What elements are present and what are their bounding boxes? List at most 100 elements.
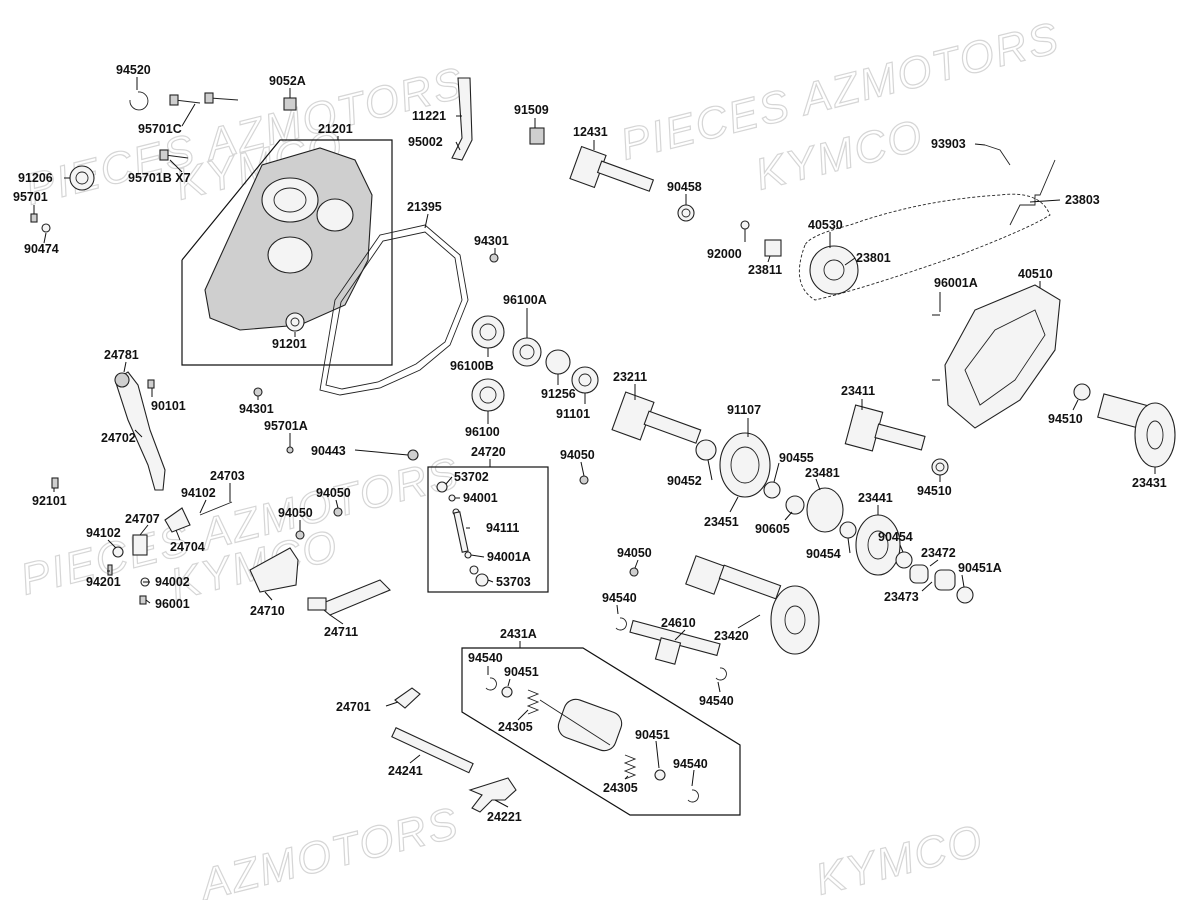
part-label-94050: 94050: [560, 448, 595, 462]
part-label-96001A: 96001A: [934, 276, 978, 290]
watermark-azmotors: AZMOTORS: [193, 798, 464, 900]
washer-90451a: [501, 686, 513, 698]
bolt-95701B: [159, 149, 189, 161]
part-label-92000: 92000: [707, 247, 742, 261]
shift-fork-24221: [468, 777, 517, 813]
part-label-94111: 94111: [486, 521, 519, 535]
part-label-96100B: 96100B: [450, 359, 494, 373]
part-label-95002: 95002: [408, 135, 443, 149]
part-label-9052A: 9052A: [269, 74, 306, 88]
part-label-40530: 40530: [808, 218, 843, 232]
part-label-94050: 94050: [316, 486, 351, 500]
part-label-24702: 24702: [101, 431, 136, 445]
dog-clutch-23481: [806, 487, 844, 533]
part-label-91256: 91256: [541, 387, 576, 401]
circlip-94540a: [615, 617, 627, 631]
part-label-90455: 90455: [779, 451, 814, 465]
part-label-23431: 23431: [1132, 476, 1167, 490]
part-label-91101: 91101: [556, 407, 590, 421]
part-drawings: [30, 77, 1176, 816]
shaft-23420: [685, 555, 820, 655]
part-label-91107: 91107: [727, 403, 761, 417]
part-label-94301: 94301: [474, 234, 509, 248]
part-label-94540: 94540: [468, 651, 503, 665]
washer-94510a: [931, 458, 949, 476]
bushing-23473: [934, 569, 956, 591]
part-label-24701: 24701: [336, 700, 371, 714]
seal-91256: [545, 349, 571, 375]
sprocket-23801: [809, 245, 859, 295]
part-label-96001: 96001: [155, 597, 190, 611]
bearing-96100B: [471, 315, 505, 349]
part-label-90454: 90454: [878, 530, 913, 544]
part-label-24711: 24711: [324, 625, 358, 639]
chain-cover-40510: [944, 284, 1061, 429]
part-label-90605: 90605: [755, 522, 790, 536]
part-label-23473: 23473: [884, 590, 919, 604]
fork-rod-24241: [391, 726, 474, 774]
washer-90451A: [956, 586, 974, 604]
part-label-24241: 24241: [388, 764, 423, 778]
part-label-23811: 23811: [748, 263, 782, 277]
part-label-23472: 23472: [921, 546, 956, 560]
washer-90455: [763, 481, 781, 499]
part-label-53703: 53703: [496, 575, 531, 589]
crankcase-cover-21201: [181, 139, 393, 366]
part-label-94001A: 94001A: [487, 550, 531, 564]
part-label-95701: 95701: [13, 190, 48, 204]
part-label-11221: 11221: [412, 109, 446, 123]
part-label-24305: 24305: [603, 781, 638, 795]
part-label-93903: 93903: [931, 137, 966, 151]
part-label-90451: 90451: [504, 665, 539, 679]
part-label-91201: 91201: [272, 337, 307, 351]
part-label-12431: 12431: [573, 125, 608, 139]
part-label-91509: 91509: [514, 103, 549, 117]
box-2431A: [461, 647, 741, 816]
circlip-94540d: [687, 789, 699, 803]
part-label-24610: 24610: [661, 616, 696, 630]
part-label-23211: 23211: [613, 370, 647, 384]
part-label-92101: 92101: [32, 494, 67, 508]
stopper-24707: [132, 534, 148, 556]
part-label-94102: 94102: [86, 526, 121, 540]
oil-seal-91206: [69, 165, 95, 191]
part-label-21201: 21201: [318, 122, 353, 136]
part-label-94540: 94540: [673, 757, 708, 771]
part-label-94301: 94301: [239, 402, 274, 416]
gear-23451: [719, 432, 771, 498]
plate-23811: [764, 239, 782, 257]
part-label-40510: 40510: [1018, 267, 1053, 281]
part-label-23803: 23803: [1065, 193, 1100, 207]
part-label-2431A: 2431A: [500, 627, 537, 641]
part-label-94102: 94102: [181, 486, 216, 500]
shift-shaft-24610: [629, 619, 721, 665]
part-label-95701B: 95701B X7: [128, 171, 191, 185]
shift-arm-24711: [316, 579, 391, 616]
washer-94510b: [1073, 383, 1091, 401]
part-label-23411: 23411: [841, 384, 875, 398]
bearing-96100A: [512, 337, 542, 367]
part-label-23451: 23451: [704, 515, 739, 529]
part-label-90452: 90452: [667, 474, 702, 488]
part-label-53702: 53702: [454, 470, 489, 484]
part-label-24703: 24703: [210, 469, 245, 483]
part-labels: 94520 9052A 21201 95701C 95701B X7 91206…: [13, 63, 1167, 824]
final-shaft-23431: [1097, 393, 1176, 468]
plug-9052A: [283, 97, 297, 111]
part-label-90474: 90474: [24, 242, 59, 256]
part-label-23420: 23420: [714, 629, 749, 643]
part-label-90454: 90454: [806, 547, 841, 561]
shift-fork-24701: [394, 687, 421, 709]
bolts-95701C: [169, 92, 239, 106]
part-label-24720: 24720: [471, 445, 506, 459]
part-label-24221: 24221: [487, 810, 522, 824]
part-label-90451: 90451: [635, 728, 670, 742]
part-label-96100A: 96100A: [503, 293, 547, 307]
kick-shaft-11221: [451, 77, 473, 161]
bracket-24704: [164, 507, 191, 533]
part-label-24781: 24781: [104, 348, 139, 362]
circlip-94520: [129, 91, 149, 111]
drive-chain-40530: [798, 193, 1051, 301]
circlip-94540c: [485, 677, 497, 691]
